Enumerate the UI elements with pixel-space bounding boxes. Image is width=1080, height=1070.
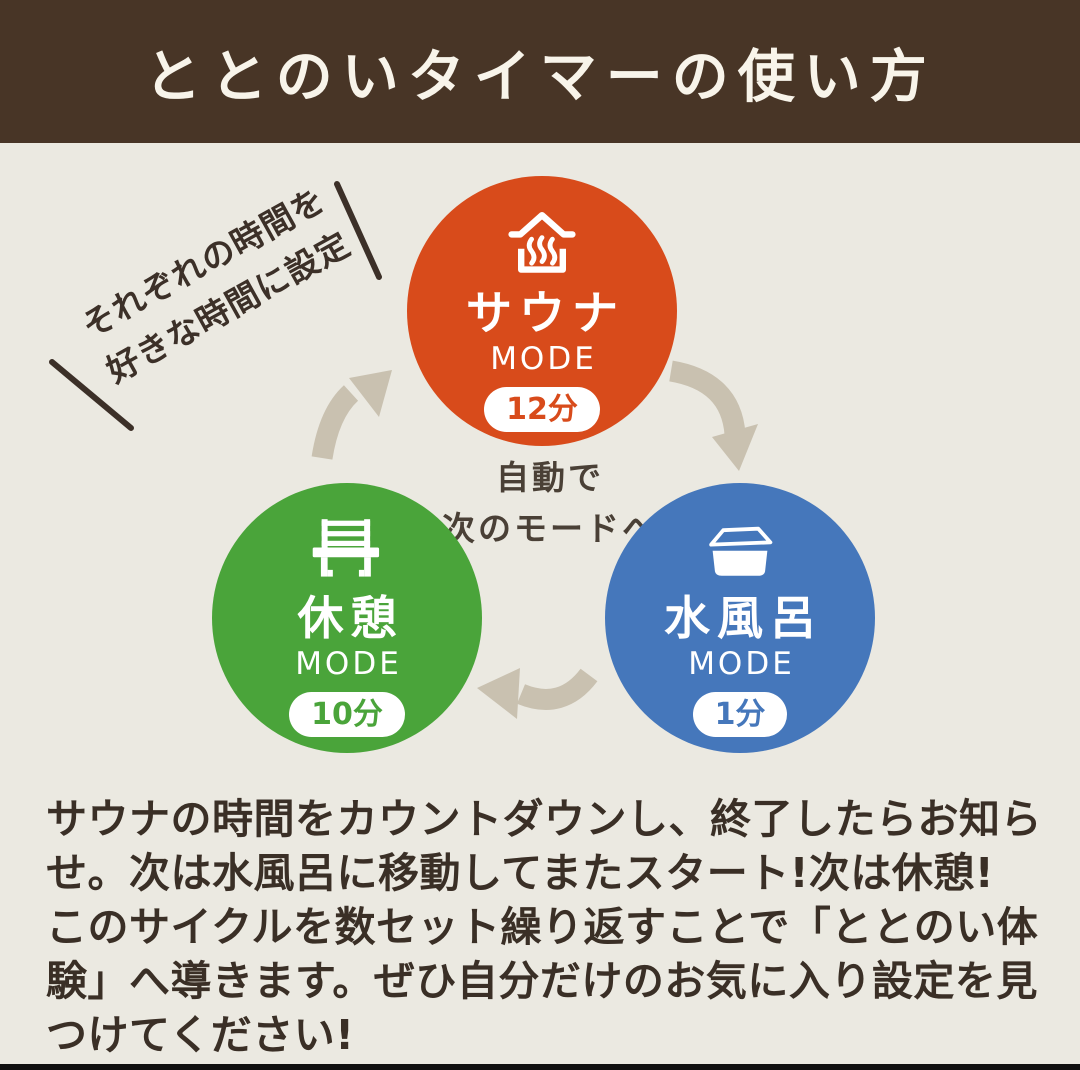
usage-description: サウナの時間をカウントダウンし、終了したらお知ら せ。次は水風呂に移動してまたス… <box>46 795 1042 1059</box>
arrow-rest-to-sauna <box>311 385 359 460</box>
mode-word: MODE <box>295 645 402 682</box>
arrowhead-up-right <box>349 370 392 417</box>
bottom-black-bar <box>0 1064 1080 1070</box>
mode-label: サウナ <box>466 286 625 340</box>
set-time-annotation: それぞれの時間を 好きな時間に設定 <box>75 179 357 391</box>
mode-word: MODE <box>688 645 795 682</box>
water-bath-tub-icon <box>702 517 778 581</box>
page-title: ととのいタイマーの使い方 <box>144 43 936 110</box>
arrow-sauna-to-bath <box>668 360 746 436</box>
arrow-bath-to-rest <box>516 668 598 710</box>
rest-bench-icon <box>306 511 388 581</box>
duration-badge: 10分 <box>289 691 405 738</box>
duration-badge: 1分 <box>692 691 788 738</box>
mode-word: MODE <box>490 340 597 377</box>
mode-label: 休憩 <box>297 591 404 645</box>
mode-circle-water-bath: 水風呂 MODE 1分 <box>605 483 875 753</box>
auto-next-mode-note: 自動で 次のモードへ <box>442 458 658 549</box>
arrowhead-left <box>477 668 520 719</box>
arrowhead-down <box>712 424 758 471</box>
mode-label: 水風呂 <box>664 591 823 645</box>
header-band: ととのいタイマーの使い方 <box>0 0 1080 143</box>
mode-circle-rest: 休憩 MODE 10分 <box>212 483 482 753</box>
mode-circle-sauna: サウナ MODE 12分 <box>407 176 677 446</box>
sauna-house-steam-icon <box>502 202 582 276</box>
duration-badge: 12分 <box>484 386 600 433</box>
